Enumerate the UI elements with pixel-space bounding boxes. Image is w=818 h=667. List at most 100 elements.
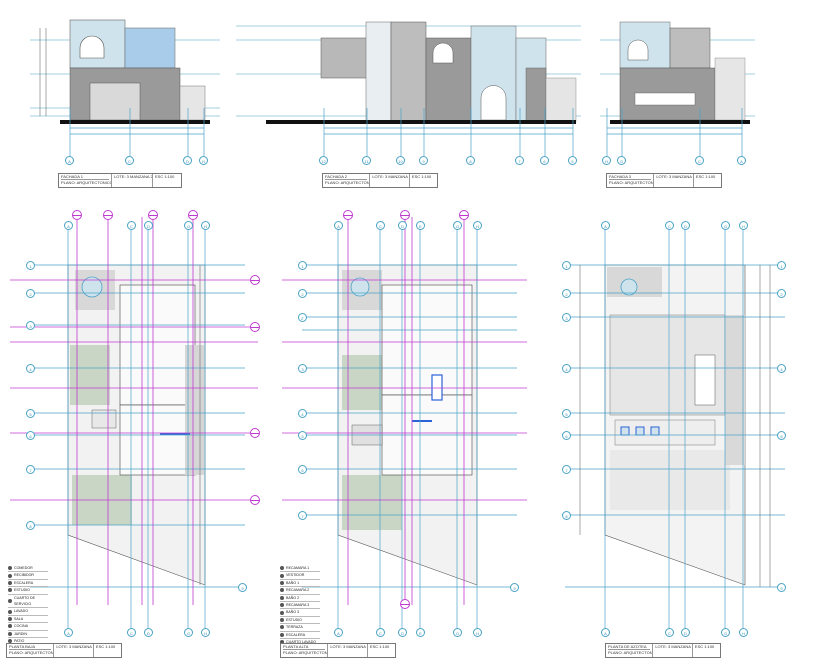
title-block-info: LOTE: 3 MANZANA 2 xyxy=(653,644,693,657)
axis-bubble: A xyxy=(334,221,343,230)
elevation-title: FACHADA 1 xyxy=(61,174,109,180)
title-block-scale: ESC 1:100 xyxy=(694,644,715,649)
plan-planta-baja-drawing xyxy=(10,217,258,630)
legend-item: COCINA xyxy=(8,623,48,631)
axis-bubble: 5 xyxy=(298,431,307,440)
axis-bubble: 1 xyxy=(562,261,571,270)
magenta-axis-marker xyxy=(343,210,353,220)
plan-planta-azotea: A C D G H A C D G H 1 2 3 4 5 6 7 8 9 1 … xyxy=(545,205,815,665)
axis-bubble: 2 xyxy=(777,289,786,298)
axis-bubble: 8 xyxy=(562,511,571,520)
plan-title: PLANTA ALTA xyxy=(283,644,326,650)
axis-bubble: G xyxy=(453,221,462,230)
axis-bubble: 4 xyxy=(298,409,307,418)
title-block-info: LOTE: 3 MANZANA 2 xyxy=(328,644,368,657)
room-legend: RECAMARA 1 VESTIDOR BAÑO 1 RECAMARA 2 BA… xyxy=(280,565,320,647)
axis-bubble: C xyxy=(376,221,385,230)
magenta-axis-marker xyxy=(400,599,410,609)
elevation-subtitle: PLANO: ARQUITECTONICO xyxy=(325,180,370,185)
legend-item: BAÑO 2 xyxy=(280,595,320,603)
axis-bubble: 9 xyxy=(419,156,428,165)
axis-bubble: 8 xyxy=(26,521,35,530)
axis-bubble: G xyxy=(721,221,730,230)
axis-bubble: 6 xyxy=(298,465,307,474)
axis-bubble: 6 xyxy=(26,431,35,440)
legend-item: RECAMARA 1 xyxy=(280,565,320,573)
axis-bubble: 10 xyxy=(396,156,405,165)
axis-bubble: A xyxy=(601,628,610,637)
axis-bubble: 1 xyxy=(298,261,307,270)
legend-item: TERRAZA xyxy=(280,624,320,632)
axis-bubble: A xyxy=(737,156,746,165)
axis-bubble: D xyxy=(398,628,407,637)
elevation-title: FACHADA 3 xyxy=(609,174,652,180)
axis-bubble: H xyxy=(602,156,611,165)
axis-bubble: G xyxy=(184,221,193,230)
elevation-1-drawing xyxy=(30,19,220,156)
title-block-scale: ESC 1:100 xyxy=(95,644,116,649)
axis-bubble: C xyxy=(127,221,136,230)
axis-bubble: C xyxy=(125,156,134,165)
axis-bubble: 3 xyxy=(26,321,35,330)
legend-item: ESTUDIO xyxy=(280,617,320,625)
plan-subtitle: PLANO: ARQUITECTONICO xyxy=(608,650,653,655)
axis-bubble: 2' xyxy=(298,313,307,322)
axis-bubble: C xyxy=(376,628,385,637)
axis-bubble: H xyxy=(201,221,210,230)
axis-bubble: 2 xyxy=(298,289,307,298)
axis-bubble: D xyxy=(144,628,153,637)
title-block: PLANTA BAJA PLANO: ARQUITECTONICO LOTE: … xyxy=(6,643,122,658)
axis-bubble: C xyxy=(665,628,674,637)
legend-item: BAÑO 1 xyxy=(280,580,320,588)
axis-bubble: 7 xyxy=(562,465,571,474)
axis-bubble: 4 xyxy=(562,364,571,373)
legend-item: LAVADO xyxy=(8,608,48,616)
axis-bubble: 9 xyxy=(510,583,519,592)
plan-planta-azotea-drawing xyxy=(565,225,785,630)
title-block-scale: ESC 1:100 xyxy=(155,174,175,179)
plan-subtitle: PLANO: ARQUITECTONICO xyxy=(283,650,328,655)
axis-bubble: 7 xyxy=(298,511,307,520)
title-block: FACHADA 2 PLANO: ARQUITECTONICO LOTE: 3 … xyxy=(322,173,438,188)
axis-bubble: 1 xyxy=(777,261,786,270)
legend-item: RECAMARA 3 xyxy=(280,602,320,610)
axis-bubble: D xyxy=(398,221,407,230)
axis-bubble: H xyxy=(473,628,482,637)
legend-item: SALA xyxy=(8,616,48,624)
magenta-axis-marker xyxy=(148,210,158,220)
axis-bubble: 2 xyxy=(562,289,571,298)
title-block-info: LOTE: 3 MANZANA 2 xyxy=(112,174,153,187)
axis-bubble: E xyxy=(416,628,425,637)
axis-bubble: 2 xyxy=(26,289,35,298)
magenta-axis-marker xyxy=(188,210,198,220)
axis-bubble: 5 xyxy=(568,156,577,165)
plan-planta-alta: A C D E G H A C D E G H 1 2 2' 3 4 5 6 7… xyxy=(272,205,542,665)
room-legend: COMEDOR RECIBIDOR ESCALERA ESTUDIO CUART… xyxy=(8,565,48,653)
magenta-axis-marker xyxy=(459,210,469,220)
axis-bubble: H xyxy=(739,628,748,637)
axis-bubble: C xyxy=(695,156,704,165)
elevation-subtitle: PLANO: ARQUITECTONICO xyxy=(609,180,654,185)
axis-bubble: D xyxy=(681,628,690,637)
axis-bubble: 4 xyxy=(26,364,35,373)
legend-item: ESCALERA xyxy=(8,580,48,588)
axis-bubble: 1 xyxy=(26,261,35,270)
legend-item: RECAMARA 2 xyxy=(280,587,320,595)
axis-bubble: 6 xyxy=(540,156,549,165)
axis-bubble: 6 xyxy=(777,431,786,440)
axis-bubble: A xyxy=(65,156,74,165)
magenta-axis-marker xyxy=(250,275,260,285)
title-block-scale: ESC 1:100 xyxy=(695,174,716,179)
axis-bubble: G xyxy=(453,628,462,637)
magenta-axis-marker xyxy=(250,495,260,505)
plan-subtitle: PLANO: ARQUITECTONICO xyxy=(9,650,54,655)
legend-item: BAÑO 3 xyxy=(280,609,320,617)
axis-bubble: A xyxy=(334,628,343,637)
elevation-title: FACHADA 2 xyxy=(325,174,368,180)
magenta-axis-marker xyxy=(250,428,260,438)
title-block: FACHADA 3 PLANO: ARQUITECTONICO LOTE: 3 … xyxy=(606,173,722,188)
elevation-subtitle: PLANO: ARQUITECTONICO xyxy=(61,180,112,185)
magenta-axis-marker xyxy=(103,210,113,220)
title-block: PLANTA DE AZOTEA PLANO: ARQUITECTONICO L… xyxy=(605,643,721,658)
title-block-scale: ESC 1:100 xyxy=(411,174,432,179)
